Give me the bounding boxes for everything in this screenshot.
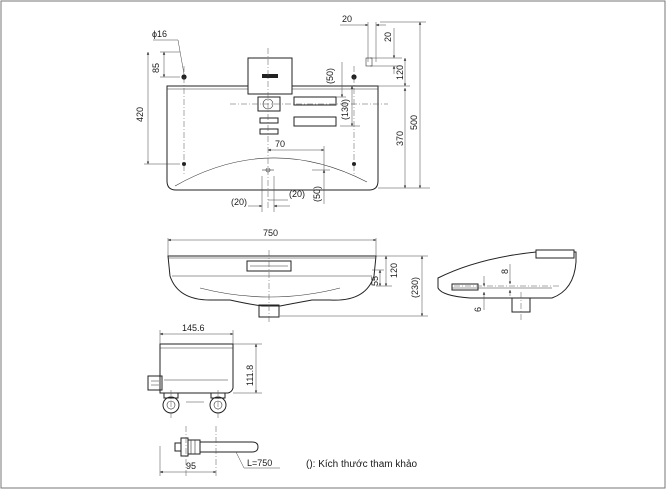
drain-length-label: L=750 xyxy=(247,458,272,468)
bracket-body xyxy=(159,343,234,394)
drain-pipe xyxy=(200,441,259,453)
basin-outline-front xyxy=(167,255,377,307)
mount-hole-left-bottom xyxy=(182,162,186,166)
dim-500: 500 xyxy=(409,115,419,130)
bracket-view: 145.6 111.8 xyxy=(147,323,262,420)
dim-111-8: 111.8 xyxy=(245,365,255,386)
dim-95: 95 xyxy=(186,461,196,471)
side-view: 8 6 xyxy=(437,249,577,320)
reference-note: (): Kích thước tham khảo xyxy=(306,459,418,470)
dim-370: 370 xyxy=(395,131,405,146)
dim-750: 750 xyxy=(263,228,278,238)
mount-hole-right-bottom xyxy=(352,162,356,166)
basin-bowl-curve xyxy=(174,157,368,187)
basin-outline-top xyxy=(166,85,379,191)
dim-50-top: (50) xyxy=(325,68,335,84)
dim-6: 6 xyxy=(473,307,483,312)
dim-20-bottom-right: (20) xyxy=(289,189,305,199)
dim-8: 8 xyxy=(500,269,510,274)
top-view: ϕ16 85 420 20 20 (50) 120 (130 xyxy=(135,14,430,212)
dim-145-6: 145.6 xyxy=(182,323,205,333)
dim-50-bottom: (50) xyxy=(312,186,322,202)
dim-70: 70 xyxy=(275,139,285,149)
faucet-deck xyxy=(247,57,293,95)
dim-20-bottom-left: (20) xyxy=(231,197,247,207)
wall-bracket-side xyxy=(451,283,479,291)
dim-120-front: 120 xyxy=(389,263,399,278)
cutout-upper xyxy=(293,96,337,106)
dim-20-top: 20 xyxy=(342,14,352,24)
basin-outline-side xyxy=(437,251,577,299)
dim-130: (130) xyxy=(340,99,350,120)
dim-120-right: 120 xyxy=(395,65,405,80)
dim-85: 85 xyxy=(151,63,161,73)
drain-view: 95 L=750 xyxy=(159,426,280,476)
front-view: 750 120 55 (230) xyxy=(167,228,428,322)
dim-55: 55 xyxy=(370,276,380,286)
dim-20-right: 20 xyxy=(383,32,393,42)
dim-230: (230) xyxy=(410,277,420,298)
dim-420: 420 xyxy=(135,107,145,122)
cutout-lower xyxy=(293,116,337,127)
hole-diameter-label: ϕ16 xyxy=(152,29,167,39)
